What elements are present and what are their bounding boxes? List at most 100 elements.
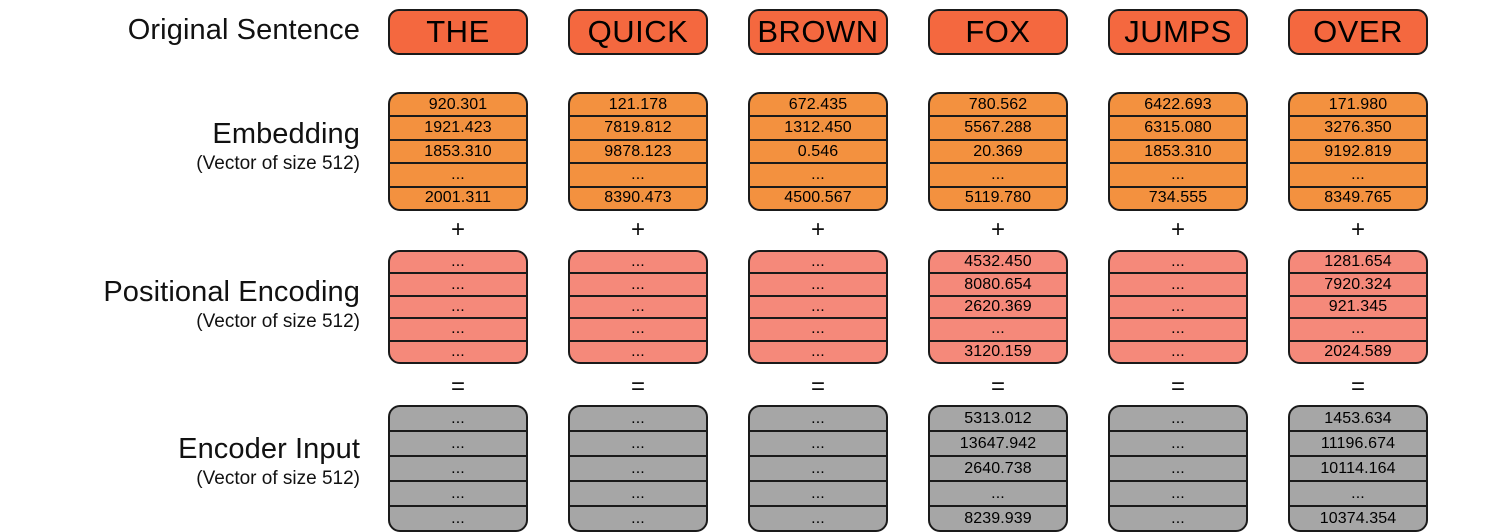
vector-cell: 4500.567 bbox=[784, 189, 852, 207]
vector-cell: ... bbox=[1110, 432, 1246, 457]
vector-cell: ... bbox=[570, 482, 706, 507]
vector-cell: ... bbox=[570, 164, 706, 188]
word-chip[interactable]: JUMPS bbox=[1108, 9, 1248, 55]
word-chip[interactable]: THE bbox=[388, 9, 528, 55]
vector-cell: 0.546 bbox=[750, 141, 886, 165]
vector-cell: 672.435 bbox=[750, 94, 886, 118]
vector-cell: ... bbox=[570, 297, 706, 320]
row-label-subtitle: (Vector of size 512) bbox=[196, 468, 360, 489]
vector-cell: 5313.012 bbox=[930, 407, 1066, 432]
vector-cell: 20.369 bbox=[930, 141, 1066, 165]
word-chip[interactable]: OVER bbox=[1288, 9, 1428, 55]
row-label-encoder-input: Encoder Input (Vector of size 512) bbox=[0, 435, 360, 489]
row-label-title: Embedding bbox=[212, 118, 360, 150]
vector-cell: ... bbox=[750, 297, 886, 320]
vector-cell: ... bbox=[750, 164, 886, 188]
vector-cell: ... bbox=[390, 252, 526, 275]
vector-cell: 9878.123 bbox=[570, 141, 706, 165]
plus-operator: + bbox=[1170, 216, 1185, 243]
vector-cell: ... bbox=[570, 252, 706, 275]
vector-cell: ... bbox=[750, 457, 886, 482]
vector-cell: 1281.654 bbox=[1290, 252, 1426, 275]
vector-cell: ... bbox=[1110, 319, 1246, 342]
vector-cell: ... bbox=[570, 274, 706, 297]
vector-cell: ... bbox=[750, 252, 886, 275]
vector-cell: ... bbox=[570, 432, 706, 457]
positional-encoding-vector: ............... bbox=[1108, 250, 1248, 364]
vector-cell: ... bbox=[811, 509, 825, 527]
vector-cell: ... bbox=[750, 274, 886, 297]
word-chip[interactable]: FOX bbox=[928, 9, 1068, 55]
vector-cell: 3276.350 bbox=[1290, 117, 1426, 141]
equals-operator: = bbox=[630, 373, 645, 400]
vector-cell: ... bbox=[570, 407, 706, 432]
positional-encoding-vector: ............... bbox=[748, 250, 888, 364]
encoder-input-vector: ............... bbox=[748, 405, 888, 532]
vector-cell: ... bbox=[930, 482, 1066, 507]
row-label-title: Positional Encoding bbox=[103, 276, 360, 308]
row-label-subtitle: (Vector of size 512) bbox=[196, 153, 360, 174]
vector-cell: 920.301 bbox=[390, 94, 526, 118]
vector-cell: ... bbox=[390, 297, 526, 320]
vector-cell: 8080.654 bbox=[930, 274, 1066, 297]
vector-cell: ... bbox=[390, 482, 526, 507]
vector-cell: ... bbox=[390, 432, 526, 457]
vector-cell: ... bbox=[1110, 164, 1246, 188]
positional-encoding-vector: ............... bbox=[568, 250, 708, 364]
word-chip[interactable]: BROWN bbox=[748, 9, 888, 55]
vector-cell: ... bbox=[1110, 407, 1246, 432]
vector-cell: ... bbox=[1290, 319, 1426, 342]
vector-cell: 2001.311 bbox=[424, 189, 492, 207]
vector-cell: ... bbox=[1290, 482, 1426, 507]
vector-cell: ... bbox=[390, 319, 526, 342]
vector-cell: ... bbox=[1290, 164, 1426, 188]
vector-cell: 6315.080 bbox=[1110, 117, 1246, 141]
vector-cell: ... bbox=[750, 407, 886, 432]
vector-cell: ... bbox=[930, 319, 1066, 342]
vector-cell: 1453.634 bbox=[1290, 407, 1426, 432]
encoder-input-vector: ............... bbox=[1108, 405, 1248, 532]
plus-operator: + bbox=[810, 216, 825, 243]
vector-cell: ... bbox=[1110, 252, 1246, 275]
positional-encoding-vector: ............... bbox=[388, 250, 528, 364]
vector-cell: ... bbox=[750, 319, 886, 342]
vector-cell: ... bbox=[1171, 342, 1185, 360]
vector-cell: ... bbox=[390, 407, 526, 432]
vector-cell: ... bbox=[570, 319, 706, 342]
equals-operator: = bbox=[990, 373, 1005, 400]
vector-cell: ... bbox=[390, 457, 526, 482]
vector-cell: 6422.693 bbox=[1110, 94, 1246, 118]
vector-cell: ... bbox=[1110, 297, 1246, 320]
vector-cell: 13647.942 bbox=[930, 432, 1066, 457]
row-label-positional-encoding: Positional Encoding (Vector of size 512) bbox=[0, 276, 360, 332]
vector-cell: 1312.450 bbox=[750, 117, 886, 141]
vector-cell: ... bbox=[451, 509, 465, 527]
vector-cell: 7920.324 bbox=[1290, 274, 1426, 297]
vector-cell: 1853.310 bbox=[1110, 141, 1246, 165]
vector-cell: 1853.310 bbox=[390, 141, 526, 165]
row-label-subtitle: (Vector of size 512) bbox=[196, 311, 360, 332]
vector-cell: 2640.738 bbox=[930, 457, 1066, 482]
vector-cell: ... bbox=[1110, 274, 1246, 297]
vector-cell: 11196.674 bbox=[1290, 432, 1426, 457]
vector-cell: 9192.819 bbox=[1290, 141, 1426, 165]
vector-cell: ... bbox=[1110, 457, 1246, 482]
vector-cell: 2024.589 bbox=[1324, 342, 1392, 360]
plus-operator: + bbox=[630, 216, 645, 243]
vector-cell: 780.562 bbox=[930, 94, 1066, 118]
vector-cell: 8349.765 bbox=[1324, 189, 1392, 207]
encoder-input-vector: ............... bbox=[568, 405, 708, 532]
vector-cell: 8390.473 bbox=[604, 189, 672, 207]
word-chip[interactable]: QUICK bbox=[568, 9, 708, 55]
equals-operator: = bbox=[1350, 373, 1365, 400]
vector-cell: 7819.812 bbox=[570, 117, 706, 141]
